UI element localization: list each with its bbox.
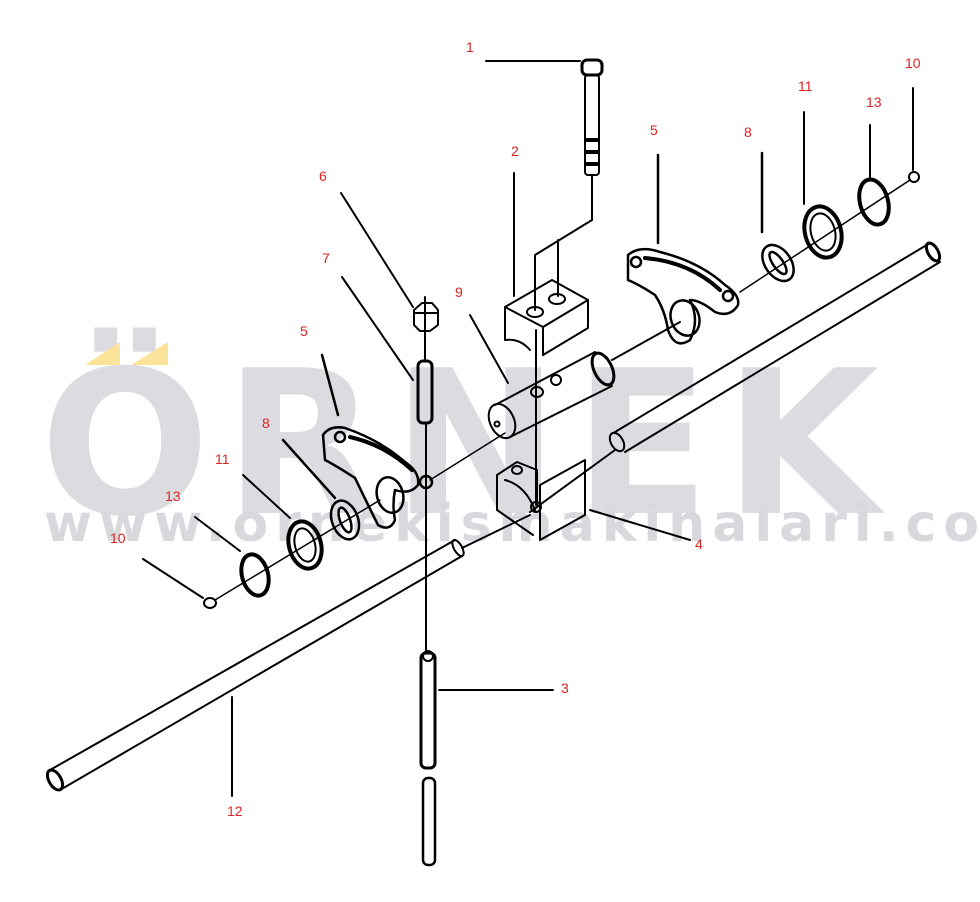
- center-sleeve: [487, 321, 681, 440]
- callout-11-right: 11: [798, 78, 813, 94]
- callout-13-right: 13: [866, 94, 882, 110]
- callout-13-left: 13: [165, 488, 181, 504]
- rocker-shaft-rear: [529, 241, 942, 513]
- retaining-ring-left: [194, 516, 271, 598]
- adjuster-nut: [340, 192, 439, 332]
- washer-right: [802, 111, 844, 260]
- retaining-ring-right: [857, 124, 891, 227]
- end-plug-left: [142, 558, 217, 609]
- bolt: [485, 58, 604, 311]
- spring-washer-right: [760, 151, 795, 283]
- watermark-umlaut-icon: [85, 342, 168, 365]
- callout-6: 6: [319, 168, 327, 184]
- callout-1: 1: [466, 39, 474, 55]
- callout-2: 2: [511, 143, 519, 159]
- watermark-brand: ÖRNEK: [40, 328, 894, 561]
- lower-bracket: [496, 459, 691, 541]
- washer-left: [242, 474, 324, 571]
- callout-5-left: 5: [300, 323, 308, 339]
- axis-left: [214, 499, 381, 601]
- rocker-shaft-front: [45, 514, 531, 792]
- upper-bracket: [504, 172, 589, 356]
- axis-right: [739, 179, 911, 293]
- callout-8-left: 8: [262, 415, 270, 431]
- end-plug-right: [908, 87, 920, 183]
- rocker-arm-right: [626, 153, 740, 345]
- callout-4: 4: [695, 536, 703, 552]
- adjusting-screw: [341, 276, 434, 425]
- callout-12: 12: [227, 803, 243, 819]
- push-rod: [419, 650, 554, 867]
- callout-10-right: 10: [905, 55, 921, 71]
- callout-5-right: 5: [650, 122, 658, 138]
- callout-9: 9: [455, 284, 463, 300]
- rocker-arm-left: [320, 353, 506, 529]
- callout-3: 3: [561, 680, 569, 696]
- callout-7: 7: [322, 250, 330, 266]
- leader-9: [469, 314, 509, 384]
- callout-11-left: 11: [215, 451, 230, 467]
- callout-10-left: 10: [110, 530, 126, 546]
- callout-8-right: 8: [744, 124, 752, 140]
